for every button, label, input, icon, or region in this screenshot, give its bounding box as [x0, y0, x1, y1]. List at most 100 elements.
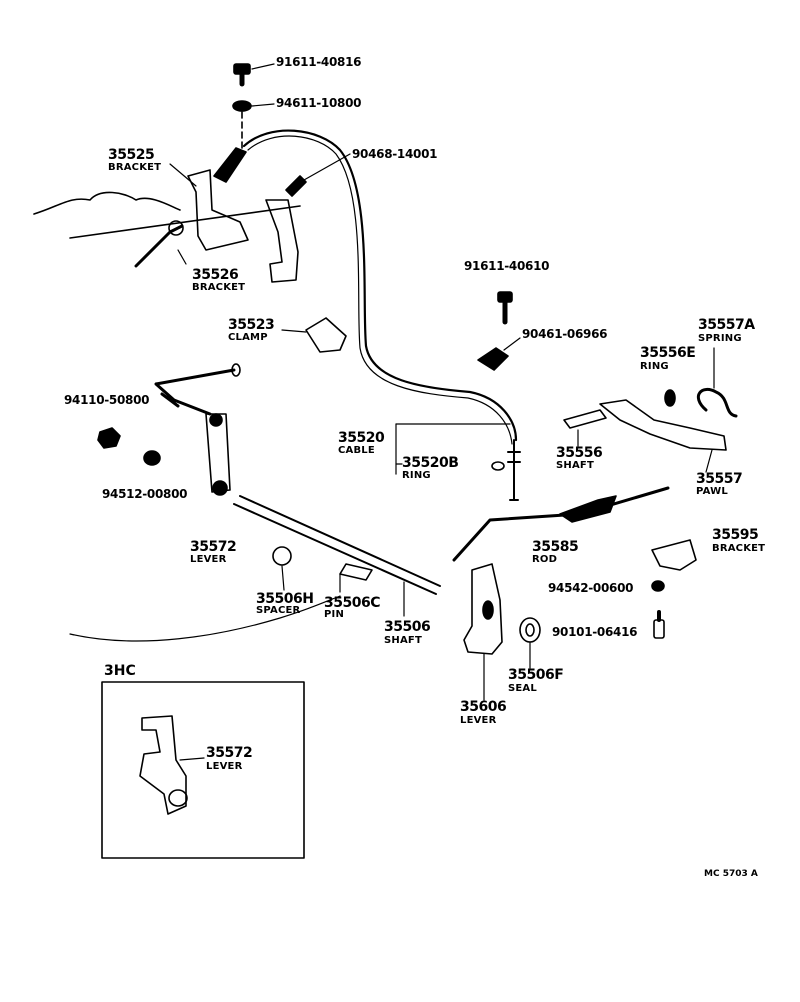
- leader-35523: [281, 329, 307, 333]
- ring-35520B-part: [491, 461, 505, 471]
- label-91611-40610: 91611-40610: [464, 259, 550, 273]
- label-35520-name: CABLE: [338, 445, 375, 456]
- label-35557: 35557: [696, 471, 743, 487]
- rod-35585-part: [452, 486, 670, 562]
- leader-35506H: [281, 565, 285, 591]
- label-35506-name: SHAFT: [384, 635, 422, 646]
- inset-label-35572-name: LEVER: [206, 761, 243, 772]
- pawl-35557-part: [599, 399, 727, 451]
- nut-94542-part: [651, 580, 665, 592]
- nut-94110-part: [97, 427, 121, 449]
- washer-94611-part: [232, 100, 252, 112]
- shaft-35556-part: [563, 409, 607, 429]
- label-94512-00800: 94512-00800: [102, 487, 188, 501]
- inset-lever-eye: [168, 789, 188, 807]
- label-35557A-name: SPRING: [698, 333, 742, 344]
- cable-end-rod: [507, 439, 521, 501]
- label-35506C-name: PIN: [324, 609, 345, 620]
- label-35556E-name: RING: [640, 361, 669, 372]
- label-90101-06416: 90101-06416: [552, 625, 638, 639]
- leader-washer-top: [251, 103, 275, 107]
- clamp-35523-part: [305, 317, 347, 353]
- floor-curve: [69, 595, 341, 642]
- spacer-35506H-part: [272, 546, 292, 566]
- label-35556E: 35556E: [640, 345, 696, 361]
- label-35506F: 35506F: [508, 667, 564, 683]
- label-35556-name: SHAFT: [556, 460, 594, 471]
- label-94542-00600: 94542-00600: [548, 581, 634, 595]
- label-35572: 35572: [190, 539, 237, 555]
- label-35506F-name: SEAL: [508, 683, 537, 694]
- rod-end-cap: [231, 363, 241, 377]
- label-35506H: 35506H: [256, 591, 314, 607]
- label-35523: 35523: [228, 317, 275, 333]
- lever-35606-part: [463, 563, 503, 655]
- inset-label-35572: 35572: [206, 745, 253, 761]
- label-35506: 35506: [384, 619, 431, 635]
- body-edge-line: [69, 205, 301, 239]
- body-outline: [33, 191, 181, 215]
- rod-spring-sleeve: [559, 495, 617, 523]
- bent-rod: [154, 368, 236, 416]
- rod-link-left: [134, 224, 184, 268]
- inset-title: 3HC: [104, 663, 136, 679]
- ring-35556E-part: [664, 389, 676, 407]
- leader-35557: [705, 449, 713, 473]
- footer-code: MC 5703 A: [704, 869, 758, 879]
- pin-90461-part: [477, 347, 509, 371]
- shaft-35506-part: [233, 495, 441, 595]
- label-35520B: 35520B: [402, 455, 459, 471]
- pin-35506C-part: [339, 563, 373, 581]
- leader-bolt-top: [251, 63, 275, 70]
- lever-35606-hole: [482, 600, 494, 620]
- label-35506H-name: SPACER: [256, 605, 301, 616]
- bracket-35526-part: [265, 199, 299, 283]
- label-35520B-name: RING: [402, 470, 431, 481]
- label-35606-name: LEVER: [460, 715, 497, 726]
- lever-35572-eye-bottom: [212, 480, 228, 496]
- label-35585: 35585: [532, 539, 579, 555]
- label-91611-40816: 91611-40816: [276, 55, 362, 69]
- link-eye: [168, 220, 184, 236]
- label-35526-name: BRACKET: [192, 282, 246, 293]
- label-35506C: 35506C: [324, 595, 380, 611]
- bracket-35595-part: [651, 539, 697, 571]
- inset-frame: [101, 681, 305, 859]
- label-35557A: 35557A: [698, 317, 755, 333]
- label-90461-06966: 90461-06966: [522, 327, 608, 341]
- lever-35572-part: [205, 413, 231, 493]
- spring-35557A-part: [696, 387, 738, 418]
- label-35525: 35525: [108, 147, 155, 163]
- seal-35506F-part: [519, 617, 541, 643]
- label-94110-50800: 94110-50800: [64, 393, 150, 407]
- bolt-91611-40816-part: [233, 63, 251, 87]
- cable-35520-line-2: [247, 135, 513, 445]
- label-35595: 35595: [712, 527, 759, 543]
- label-35525-name: BRACKET: [108, 162, 162, 173]
- leader-inset: [179, 757, 205, 761]
- label-35523-name: CLAMP: [228, 332, 268, 343]
- cable-35520-line: [242, 129, 518, 442]
- leader-90468: [303, 153, 351, 181]
- label-35595-name: BRACKET: [712, 543, 766, 554]
- label-94611-10800: 94611-10800: [276, 96, 362, 110]
- washer-94512-part: [143, 450, 161, 466]
- label-35520: 35520: [338, 430, 385, 446]
- bolt-90468-part: [285, 175, 307, 197]
- bolt-90101-part: [653, 610, 665, 639]
- cable-end-fitting: [213, 147, 247, 183]
- label-35557-name: PAWL: [696, 486, 728, 497]
- leader-35526: [177, 249, 187, 265]
- label-35606: 35606: [460, 699, 507, 715]
- leader-90461: [503, 337, 521, 351]
- label-35556: 35556: [556, 445, 603, 461]
- label-35526: 35526: [192, 267, 239, 283]
- leader-35525: [169, 163, 197, 187]
- label-35585-name: ROD: [532, 554, 558, 565]
- lever-35572-eye-top: [209, 413, 223, 427]
- bracket-35525-part: [187, 169, 249, 251]
- label-35572-name: LEVER: [190, 554, 227, 565]
- bolt-91611-40610-part: [497, 291, 513, 325]
- seal-35506F-inner: [525, 623, 535, 637]
